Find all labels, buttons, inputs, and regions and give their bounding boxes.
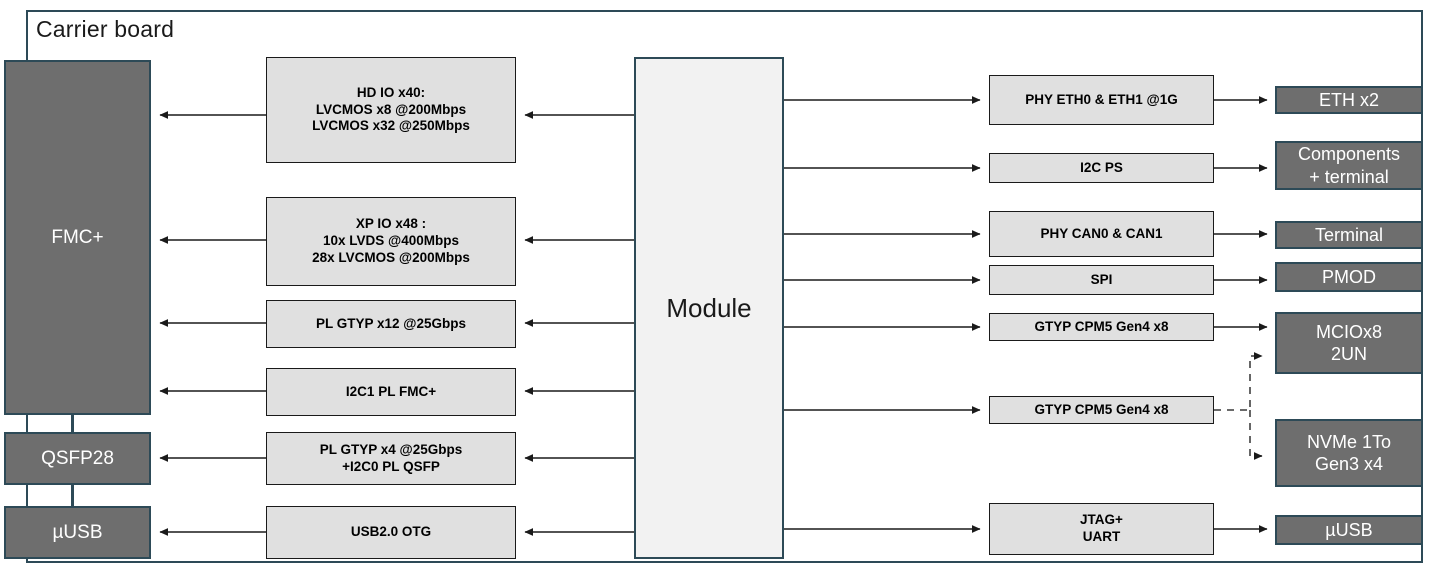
interface-i2c1-pl-fmc-label: I2C1 PL FMC+ <box>345 383 437 399</box>
connector-nvme-line-2: Gen3 x4 <box>1314 454 1384 474</box>
interface-hd-io-line-2: LVCMOS x8 @200Mbps <box>315 101 467 117</box>
connector-components-line-1: Components <box>1297 144 1401 164</box>
interface-pl-gtyp-x12[interactable]: PL GTYP x12 @25Gbps <box>266 300 516 348</box>
interface-pl-gtyp-x12-label: PL GTYP x12 @25Gbps <box>316 315 466 331</box>
module-block[interactable]: Module <box>634 57 784 559</box>
connector-usb-micro-right-label: µUSB <box>1325 519 1373 540</box>
connector-mcio[interactable]: MCIOx8 2UN <box>1275 312 1423 374</box>
interface-xp-io[interactable]: XP IO x48 : 10x LVDS @400Mbps 28x LVCMOS… <box>266 197 516 286</box>
interface-phy-eth-label: PHY ETH0 & ETH1 @1G <box>1025 91 1178 107</box>
connector-mcio-line-1: MCIOx8 <box>1315 321 1382 342</box>
interface-spi[interactable]: SPI <box>989 265 1214 295</box>
interface-hd-io[interactable]: HD IO x40: LVCMOS x8 @200Mbps LVCMOS x32… <box>266 57 516 163</box>
connector-nvme-line-1: NVMe 1To <box>1306 431 1392 452</box>
interface-hd-io-line-1: HD IO x40: <box>356 84 426 100</box>
interface-phy-can-label: PHY CAN0 & CAN1 <box>1040 225 1163 241</box>
interface-hd-io-line-3: LVCMOS x32 @250Mbps <box>312 118 470 134</box>
connector-components-line-2: + terminal <box>1309 166 1389 187</box>
connector-eth-x2[interactable]: ETH x2 <box>1275 86 1423 114</box>
connector-fmc-plus-label: FMC+ <box>51 226 104 248</box>
interface-i2c1-pl-fmc[interactable]: I2C1 PL FMC+ <box>266 368 516 416</box>
connector-qsfp28[interactable]: QSFP28 <box>4 432 151 485</box>
interface-xp-io-line-1: XP IO x48 : <box>355 216 427 232</box>
connector-qsfp28-label: QSFP28 <box>41 447 114 469</box>
connector-mcio-line-2: 2UN <box>1330 344 1367 364</box>
interface-gtyp-cpm5-b-label: GTYP CPM5 Gen4 x8 <box>1034 401 1169 417</box>
interface-jtag-uart[interactable]: JTAG+ UART <box>989 503 1214 555</box>
interface-i2c-ps[interactable]: I2C PS <box>989 153 1214 183</box>
interface-xp-io-line-3: 28x LVCMOS @200Mbps <box>312 249 470 265</box>
connector-components-terminal[interactable]: Components + terminal <box>1275 141 1423 190</box>
board-title: Carrier board <box>36 16 175 42</box>
module-label: Module <box>666 292 752 323</box>
connector-eth-x2-label: ETH x2 <box>1318 89 1379 110</box>
connector-terminal[interactable]: Terminal <box>1275 221 1423 249</box>
interface-gtyp-cpm5-a-label: GTYP CPM5 Gen4 x8 <box>1034 318 1169 334</box>
connector-usb-micro-label: µUSB <box>52 521 103 543</box>
interface-phy-eth[interactable]: PHY ETH0 & ETH1 @1G <box>989 75 1214 125</box>
interface-usb2-otg-label: USB2.0 OTG <box>350 524 432 540</box>
interface-jtag-uart-line-2: UART <box>1082 529 1121 544</box>
interface-gtyp-cpm5-a[interactable]: GTYP CPM5 Gen4 x8 <box>989 313 1214 341</box>
interface-usb2-otg[interactable]: USB2.0 OTG <box>266 506 516 559</box>
interface-phy-can[interactable]: PHY CAN0 & CAN1 <box>989 211 1214 257</box>
interface-pl-gtyp-x4[interactable]: PL GTYP x4 @25Gbps +I2C0 PL QSFP <box>266 432 516 485</box>
connector-pmod-label: PMOD <box>1322 266 1376 287</box>
connector-nvme[interactable]: NVMe 1To Gen3 x4 <box>1275 419 1423 487</box>
connector-terminal-label: Terminal <box>1314 224 1384 245</box>
connector-usb-micro-right[interactable]: µUSB <box>1275 515 1423 545</box>
interface-xp-io-line-2: 10x LVDS @400Mbps <box>323 233 459 249</box>
interface-pl-gtyp-x4-line-2: +I2C0 PL QSFP <box>342 458 440 474</box>
interface-i2c-ps-label: I2C PS <box>1080 159 1123 175</box>
connector-pmod[interactable]: PMOD <box>1275 262 1423 292</box>
interface-gtyp-cpm5-b[interactable]: GTYP CPM5 Gen4 x8 <box>989 396 1214 424</box>
interface-jtag-uart-line-1: JTAG+ <box>1080 512 1123 528</box>
interface-spi-label: SPI <box>1090 271 1113 287</box>
connector-fmc-plus[interactable]: FMC+ <box>4 60 151 415</box>
interface-pl-gtyp-x4-line-1: PL GTYP x4 @25Gbps <box>319 441 463 457</box>
connector-usb-micro[interactable]: µUSB <box>4 506 151 559</box>
